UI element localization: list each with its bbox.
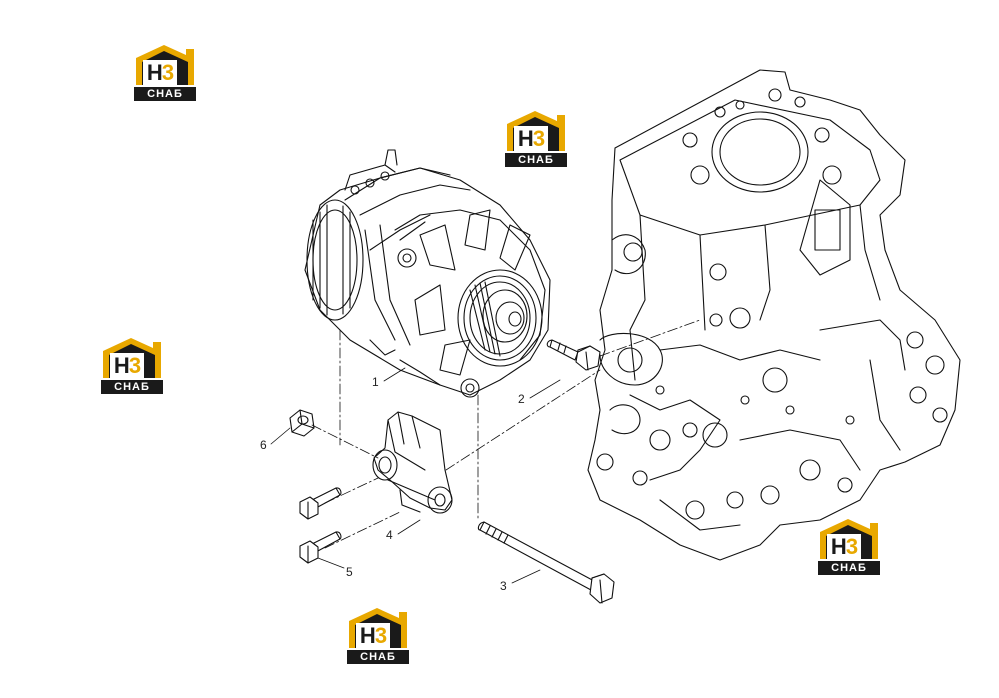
watermark-logo: H3 СНАБ <box>347 607 409 665</box>
bolt-5-upper <box>299 487 342 520</box>
bolt-2 <box>546 339 601 371</box>
callout-5: 5 <box>346 565 353 579</box>
long-bolt-3 <box>477 521 615 604</box>
callout-4: 4 <box>386 528 393 542</box>
bolt-5-lower <box>299 531 342 564</box>
watermark-logo: H3 СНАБ <box>818 518 880 576</box>
callout-6: 6 <box>260 438 267 452</box>
watermark-logo: H3 СНАБ <box>134 44 196 102</box>
bracket <box>372 411 453 514</box>
alternator <box>304 149 551 398</box>
assembly-lines <box>311 319 701 549</box>
callout-2: 2 <box>518 392 525 406</box>
engine-block <box>587 69 961 561</box>
nut-6 <box>289 409 315 437</box>
watermark-logo: H3 СНАБ <box>101 337 163 395</box>
callout-3: 3 <box>500 579 507 593</box>
leader-lines <box>270 367 561 584</box>
watermark-logo: H3 СНАБ <box>505 110 567 168</box>
callout-1: 1 <box>372 375 379 389</box>
